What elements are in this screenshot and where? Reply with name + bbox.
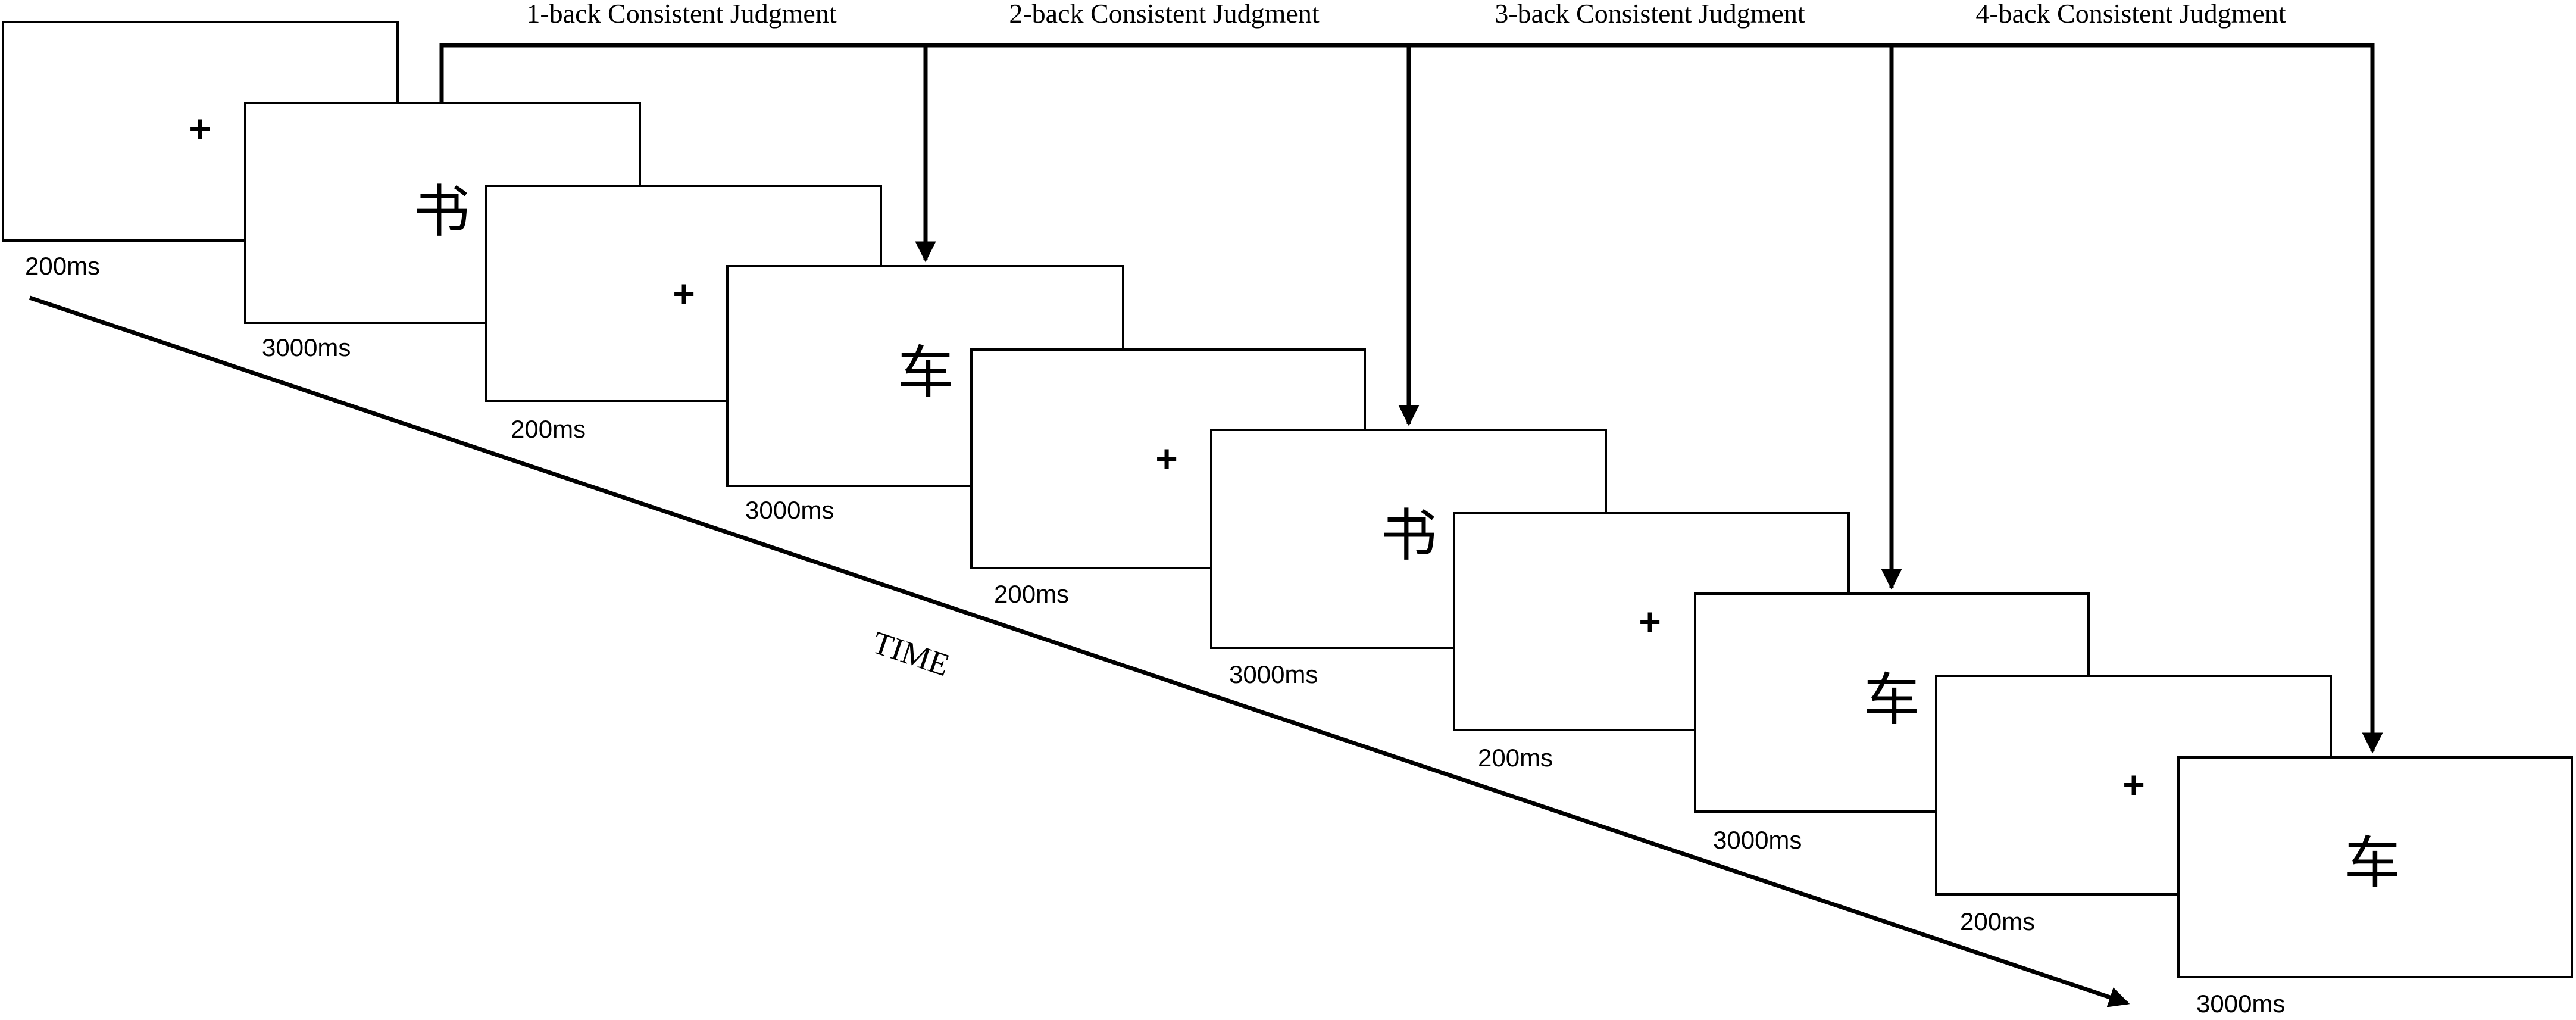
frame-stimulus: 书 bbox=[413, 180, 470, 244]
frame-stimulus: + bbox=[189, 107, 211, 150]
frame-duration: 3000ms bbox=[2196, 990, 2285, 1018]
judgment-label-3-back: 3-back Consistent Judgment bbox=[1495, 0, 1805, 29]
judgment-label-4-back: 4-back Consistent Judgment bbox=[1975, 0, 2286, 29]
time-axis-label: TIME bbox=[868, 625, 954, 684]
judgment-label-1-back: 1-back Consistent Judgment bbox=[526, 0, 836, 29]
frame-box bbox=[2177, 756, 2573, 978]
frame-duration: 200ms bbox=[994, 580, 1069, 608]
frame-stimulus: 车 bbox=[1863, 669, 1920, 732]
frame-stimulus: + bbox=[673, 272, 695, 315]
frame-stimulus: + bbox=[1155, 437, 1177, 480]
judgment-connectors bbox=[439, 43, 2383, 754]
frame-duration: 200ms bbox=[1478, 744, 1553, 772]
judgment-label-2-back: 2-back Consistent Judgment bbox=[1009, 0, 1319, 29]
frame-stimulus: 车 bbox=[897, 341, 954, 404]
frame-stimulus: + bbox=[2122, 763, 2144, 806]
frame-10: 车 3000ms bbox=[2177, 756, 2573, 1018]
frame-stimulus: 车 bbox=[2344, 832, 2400, 895]
frame-duration: 200ms bbox=[1960, 907, 2035, 935]
time-axis-arrow bbox=[29, 295, 2130, 1007]
frame-stimulus: + bbox=[1639, 600, 1661, 643]
frame-duration: 3000ms bbox=[1229, 660, 1318, 688]
frame-duration: 3000ms bbox=[1713, 826, 1802, 854]
frame-duration: 3000ms bbox=[745, 496, 834, 524]
frame-duration: 3000ms bbox=[262, 333, 351, 361]
frame-stimulus: 书 bbox=[1380, 504, 1437, 567]
frame-duration: 200ms bbox=[25, 252, 100, 280]
frame-duration: 200ms bbox=[511, 415, 586, 443]
